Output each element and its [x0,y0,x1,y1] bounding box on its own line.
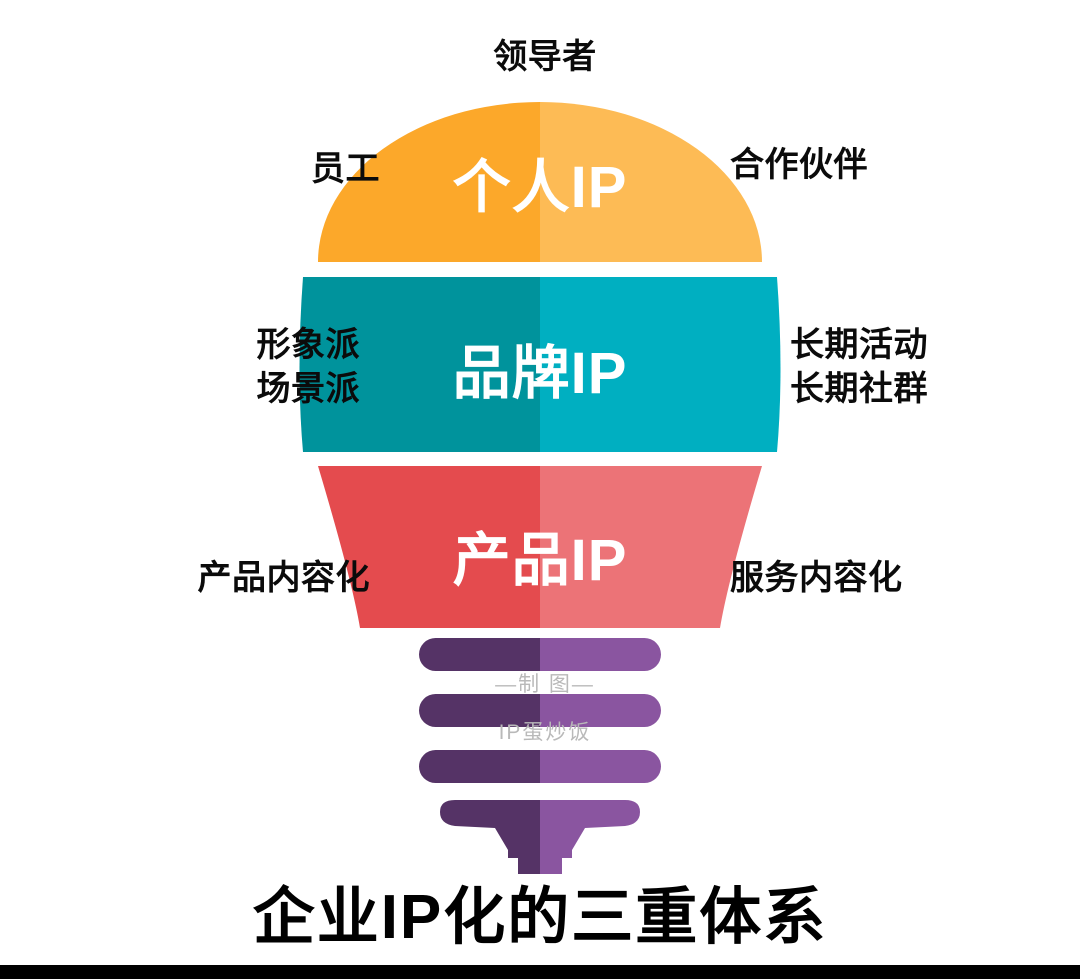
annotation-top-left-employee: 员工 [311,150,380,188]
annotation-bottom-right: 服务内容化 [730,559,903,597]
layer-product-ip [318,466,762,628]
layer-screw-base [419,638,661,874]
layer-personal-ip [318,102,762,262]
layer-brand-ip [299,277,781,452]
annotation-top-right-partner: 合作伙伴 [730,146,868,184]
annotation-middle-right: 长期活动 长期社群 [790,326,928,408]
annotation-top-leader: 领导者 [493,38,597,76]
diagram-caption: 企业IP化的三重体系 [252,883,828,952]
bottom-black-strip [0,965,1080,979]
annotation-bottom-left: 产品内容化 [197,559,370,597]
annotation-middle-left: 形象派 场景派 [256,326,360,408]
